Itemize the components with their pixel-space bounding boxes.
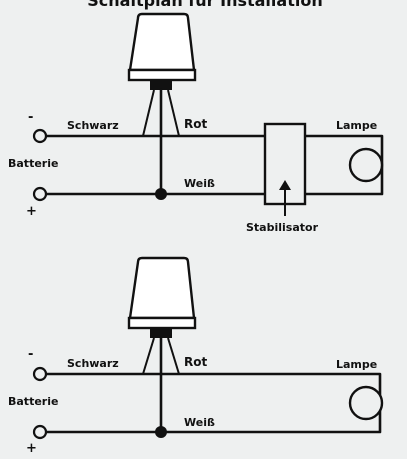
bottom-label-black: Schwarz (67, 357, 119, 370)
top-circuit: Schwarz Rot Weiß Batterie Lampe Stabilis… (8, 12, 384, 234)
bottom-leg-left (142, 337, 155, 375)
top-leg-left (142, 89, 155, 137)
bottom-leg-right (167, 337, 180, 375)
top-sensor-base (127, 68, 197, 82)
diagram-title: Schaltplan für Installation (87, 0, 322, 10)
bottom-lamp-icon (348, 385, 384, 421)
top-junction-dot (155, 188, 167, 200)
top-terminal-plus (32, 186, 48, 202)
top-label-red: Rot (184, 117, 207, 131)
bottom-label-battery: Batterie (8, 395, 58, 408)
top-leg-right (167, 89, 180, 137)
bottom-sensor-unit (127, 256, 197, 375)
top-sensor-mount (150, 80, 172, 90)
top-label-black: Schwarz (67, 119, 119, 132)
bottom-terminal-plus (32, 424, 48, 440)
top-label-battery: Batterie (8, 157, 58, 170)
top-sign-plus: + (26, 204, 37, 219)
bottom-sign-minus: - (28, 347, 33, 362)
bottom-sensor-base (127, 316, 197, 330)
top-label-white: Weiß (184, 177, 215, 190)
bottom-terminal-minus (32, 366, 48, 382)
top-sensor-unit (127, 12, 197, 137)
bottom-circuit: Schwarz Rot Weiß Batterie Lampe - + (8, 256, 384, 456)
bottom-label-white: Weiß (184, 416, 215, 429)
top-sign-minus: - (28, 110, 33, 125)
top-stabilizer-arrow-head (279, 180, 291, 190)
bottom-label-red: Rot (184, 355, 207, 369)
top-label-lamp: Lampe (336, 119, 377, 132)
bottom-sensor-dome (128, 256, 196, 320)
top-label-stabilizer: Stabilisator (246, 221, 319, 234)
bottom-junction-dot (155, 426, 167, 438)
bottom-label-lamp: Lampe (336, 358, 377, 371)
top-terminal-minus (32, 128, 48, 144)
bottom-sensor-mount (150, 328, 172, 338)
bottom-sign-plus: + (26, 441, 37, 456)
top-sensor-dome (128, 12, 196, 72)
top-lamp-icon (348, 147, 384, 183)
